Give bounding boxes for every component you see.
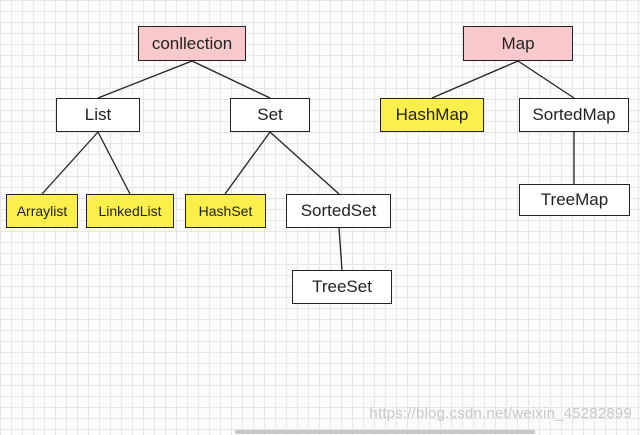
node-arraylist: Arraylist: [6, 194, 78, 228]
node-sortedset: SortedSet: [286, 194, 391, 228]
node-list: List: [56, 98, 140, 132]
node-hashset: HashSet: [185, 194, 266, 228]
edge-collection-set: [191, 60, 271, 99]
horizontal-scrollbar[interactable]: [235, 430, 535, 434]
node-hashmap: HashMap: [380, 98, 484, 132]
edge-map-hashmap: [431, 60, 519, 99]
edge-collection-list: [97, 60, 193, 99]
edge-set-sortedset: [269, 131, 340, 195]
node-sortedmap: SortedMap: [519, 98, 629, 132]
edge-sortedset-treeset: [338, 227, 343, 271]
edge-set-hashset: [224, 131, 271, 195]
node-linkedlist: LinkedList: [86, 194, 174, 228]
edge-list-linkedlist: [97, 131, 131, 195]
node-map: Map: [463, 26, 573, 61]
edge-map-sortedmap: [517, 60, 575, 99]
node-collection: conllection: [138, 26, 246, 61]
edge-list-arraylist: [41, 131, 99, 195]
node-treeset: TreeSet: [292, 270, 392, 304]
node-set: Set: [230, 98, 310, 132]
watermark: https://blog.csdn.net/weixin_45282899: [369, 405, 632, 422]
node-treemap: TreeMap: [519, 184, 630, 216]
